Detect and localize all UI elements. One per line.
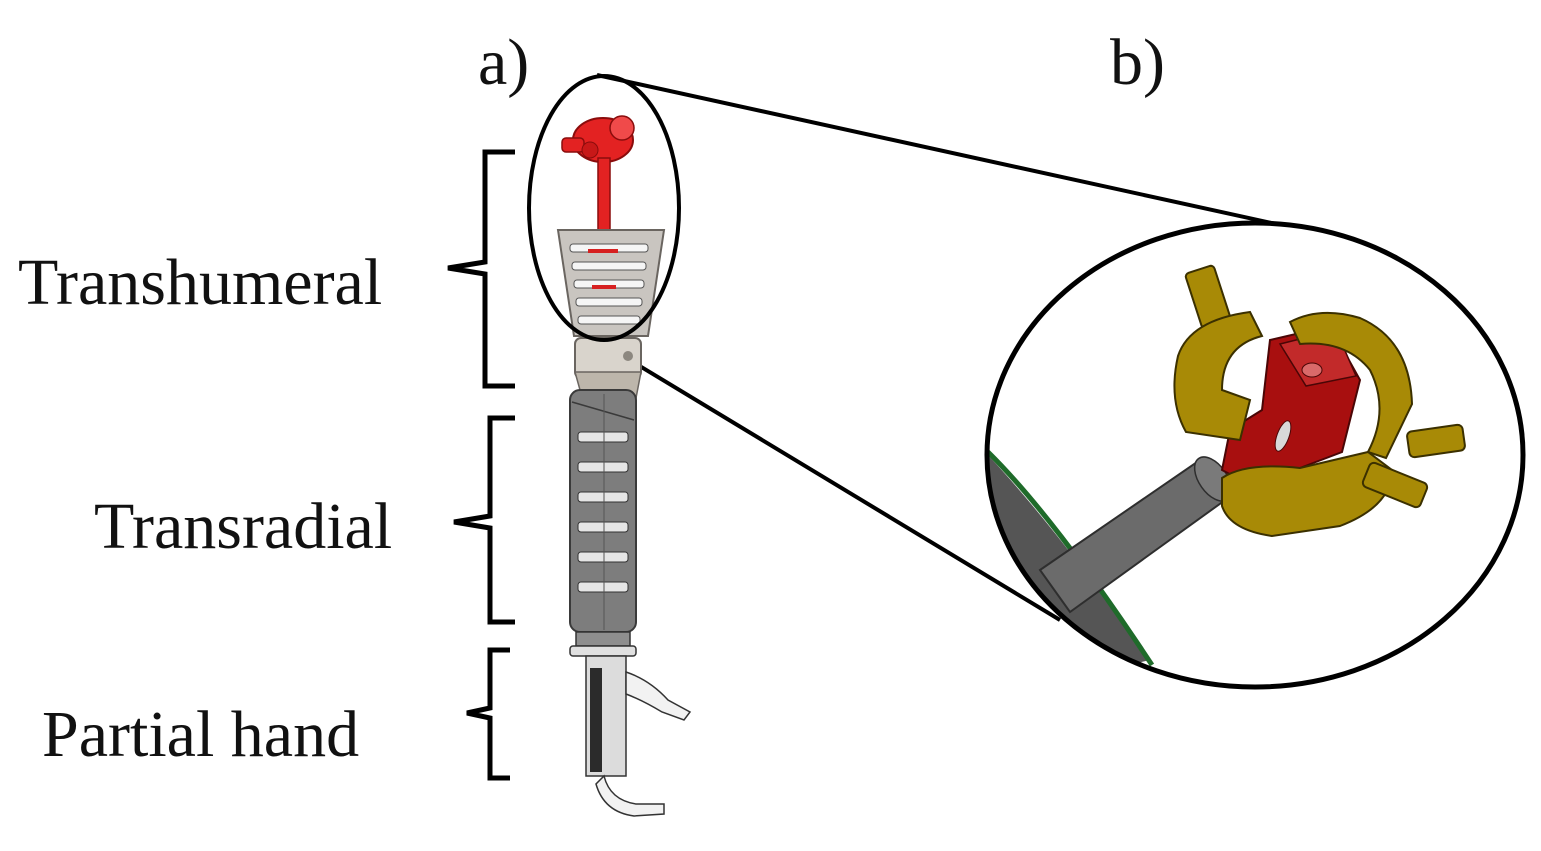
bracket-transhumeral: [447, 149, 515, 389]
panel-label-b: b): [1110, 26, 1165, 99]
gold-cuff-left: [1173, 264, 1264, 442]
zoom-circle: [984, 220, 1526, 690]
level-label-transhumeral: Transhumeral: [18, 246, 383, 319]
highlight-ellipse: [527, 74, 681, 342]
partial-hand: [585, 655, 692, 817]
level-label-partial-hand: Partial hand: [42, 698, 360, 771]
level-label-transradial: Transradial: [94, 490, 393, 563]
gold-cuff-bottom: [1221, 450, 1429, 538]
zoom-line-top: [596, 73, 1341, 240]
frame-rim-green: [987, 450, 1155, 667]
shoulder-mechanism: [561, 115, 635, 233]
gold-cuff-right: [1288, 311, 1466, 460]
zoom-line-bottom: [598, 340, 1062, 622]
prosthetic-arm: [556, 115, 692, 817]
forearm-shell: [569, 389, 637, 633]
bracket-partial-hand: [466, 647, 510, 781]
humeral-shell: [556, 229, 666, 337]
bracket-transradial: [453, 415, 515, 625]
wrist-unit: [569, 631, 637, 657]
panel-label-a: a): [478, 26, 530, 99]
